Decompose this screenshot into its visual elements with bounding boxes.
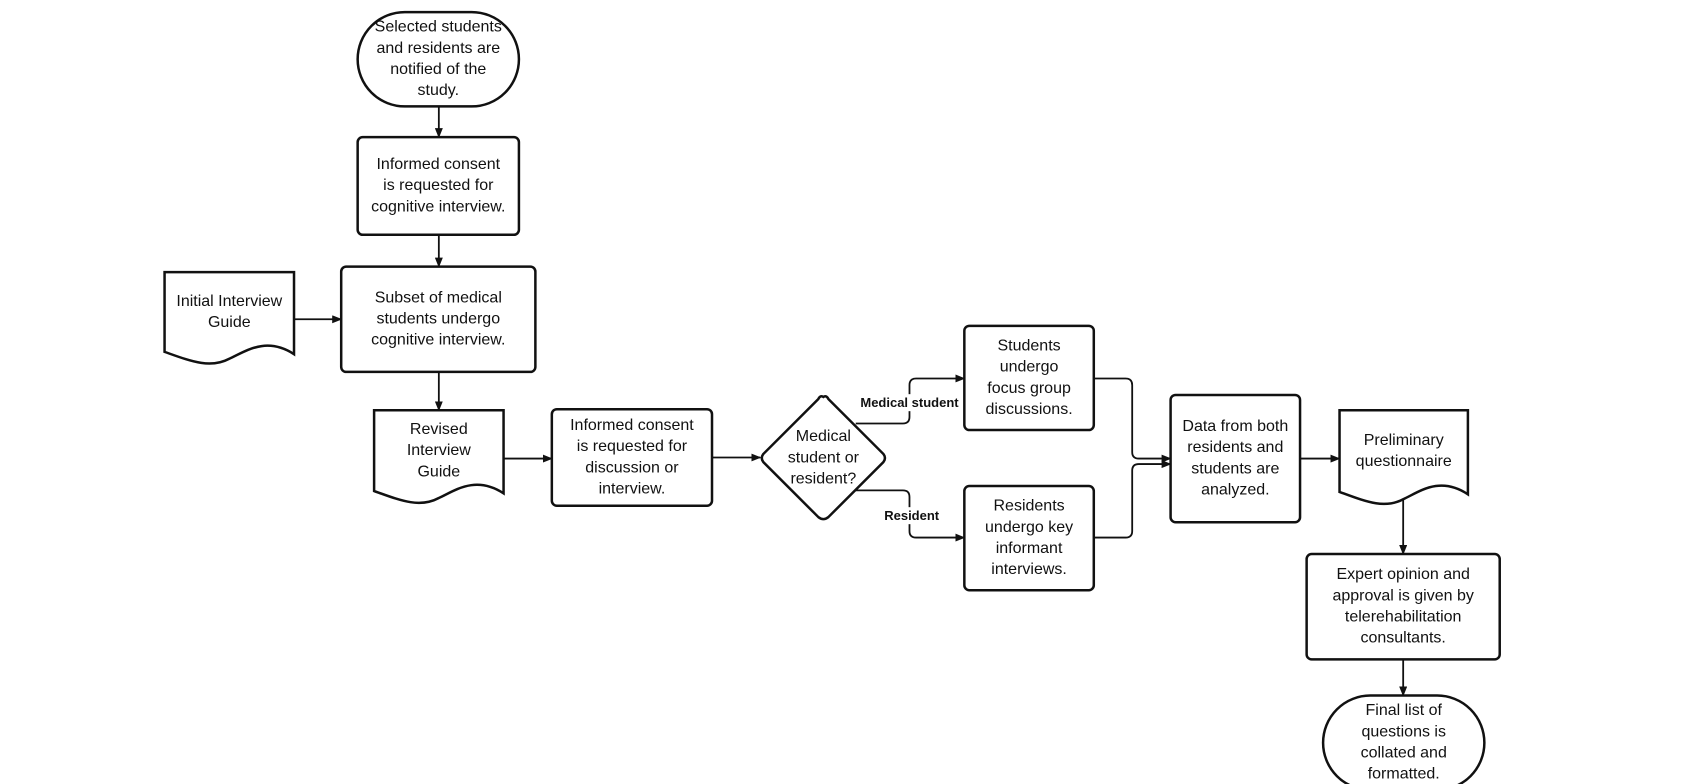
node-text-line: Subset of medical [375, 289, 502, 306]
node-text-line: resident? [790, 470, 856, 487]
edge-label-decision-to-key_informant: Resident [884, 508, 940, 523]
edge-label-decision-to-focus: Medical student [860, 395, 959, 410]
node-text-line: Guide [208, 314, 251, 331]
node-text-line: Guide [417, 463, 460, 480]
node-text-line: telerehabilitation [1345, 608, 1462, 625]
process-box [963, 484, 1096, 592]
node-text-line: Students [997, 337, 1060, 354]
node-text-line: undergo key [985, 519, 1073, 536]
node-text-line: undergo [1000, 359, 1059, 376]
process-box [1169, 393, 1302, 524]
node-cognitive: Subset of medical students undergo cogniti… [339, 265, 537, 374]
terminator-shape [1321, 694, 1486, 784]
node-text-line: Revised [410, 421, 468, 438]
document-shape [1338, 409, 1470, 506]
node-text-line: study. [418, 82, 460, 99]
node-text-line: and residents are [376, 40, 500, 57]
node-text-line: questions is [1361, 723, 1446, 740]
node-text-line: informant [996, 540, 1063, 557]
node-text-line: cognitive interview. [371, 332, 505, 349]
node-text-line: notified of the [390, 61, 486, 78]
node-text-line: Final list of [1365, 702, 1442, 719]
node-final: Final list of questions is collated and for… [1321, 694, 1486, 784]
node-text-line: Expert opinion and [1336, 566, 1469, 583]
document-shape [163, 270, 296, 365]
edge-label-bg [858, 394, 962, 412]
node-text-line: residents and [1187, 439, 1283, 456]
edges-layer [294, 106, 1408, 697]
node-text-line: questionnaire [1356, 453, 1452, 470]
node-text-line: is requested for [577, 438, 688, 455]
edge-label-bg [882, 507, 942, 525]
node-text-line: is requested for [383, 177, 494, 194]
node-text-line: students undergo [376, 310, 500, 327]
node-text-line: student or [788, 449, 860, 466]
node-consent2: Informed consent is requested for discussi… [550, 407, 714, 508]
node-text-line: Data from both [1182, 418, 1288, 435]
node-text-line: Selected students [375, 19, 502, 36]
node-text-line: Initial Interview [176, 293, 282, 310]
document-shape [372, 409, 505, 505]
edge-key_informant-to-analyze [1093, 460, 1172, 539]
process-box [550, 407, 714, 508]
node-text-line: students are [1191, 460, 1279, 477]
node-consent1: Informed consent is requested for cognitiv… [356, 135, 521, 237]
node-text-line: cognitive interview. [371, 198, 505, 215]
node-text-line: consultants. [1360, 630, 1445, 647]
node-text-line: Informed consent [570, 417, 694, 434]
node-text-line: Preliminary [1364, 432, 1444, 449]
node-text-line: interview. [599, 480, 666, 497]
process-box [356, 135, 521, 237]
process-box [339, 265, 537, 374]
node-analyze: Data from both residents and students are a… [1169, 393, 1302, 524]
node-text-line: formatted. [1368, 766, 1440, 783]
node-text-line: Residents [993, 498, 1064, 515]
process-box [963, 324, 1096, 432]
edge-focus-to-analyze [1093, 377, 1172, 463]
node-decision: Medical student or resident? [760, 395, 887, 521]
decision-diamond [760, 395, 887, 521]
node-text-line: Informed consent [376, 156, 500, 173]
node-prelim: Preliminary questionnaire [1338, 409, 1470, 506]
node-expert: Expert opinion and approval is given by te… [1305, 552, 1501, 661]
node-text-line: collated and [1361, 745, 1447, 762]
node-key_informant: Residents undergo key informant interviews. [963, 484, 1096, 592]
node-text-line: discussions. [985, 401, 1072, 418]
node-focus: Students undergo focus group discussions. [963, 324, 1096, 432]
node-text-line: analyzed. [1201, 482, 1270, 499]
node-text-line: Medical [796, 428, 851, 445]
nodes-layer: Selected students and residents are notifi… [163, 10, 1501, 784]
node-text-line: interviews. [991, 561, 1067, 578]
node-notify: Selected students and residents are notifi… [356, 10, 521, 108]
terminator-shape [356, 10, 521, 108]
process-box [1305, 552, 1501, 661]
node-text-line: Interview [407, 442, 471, 459]
node-text-line: approval is given by [1332, 587, 1473, 604]
node-text-line: focus group [987, 380, 1071, 397]
node-text-line: discussion or [585, 459, 679, 476]
